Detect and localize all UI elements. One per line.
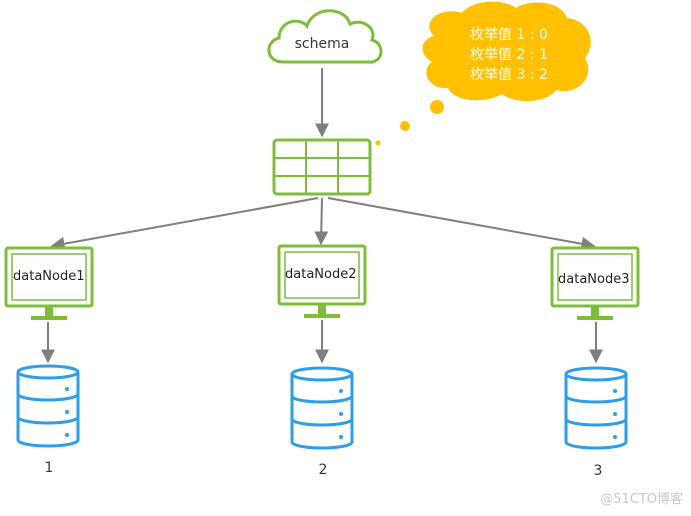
data-node-3-label: dataNode3 <box>558 272 629 287</box>
data-node-1: dataNode1 <box>4 246 94 320</box>
database-icon-3 <box>564 366 628 450</box>
arrow-table-to-node1 <box>50 197 319 251</box>
database-icon-2 <box>290 366 354 450</box>
database-1-label: 1 <box>45 460 54 476</box>
bubble-dot-small <box>375 140 381 146</box>
enum-thought-bubble: 枚举值 1 : 0 枚举值 2 : 1 枚举值 3 : 2 <box>375 1 591 146</box>
watermark: @51CTO博客 <box>600 491 683 507</box>
enum-line-3: 枚举值 3 : 2 <box>470 67 548 83</box>
enum-line-2: 枚举值 2 : 1 <box>470 47 548 63</box>
monitor-icon <box>277 244 367 318</box>
data-node-2: dataNode2 <box>277 244 367 318</box>
database-3-label: 3 <box>594 463 603 479</box>
monitor-icon <box>550 246 640 320</box>
data-node-3: dataNode3 <box>550 246 640 320</box>
arrow-table-to-node3 <box>327 197 596 251</box>
data-node-2-label: dataNode2 <box>285 267 356 282</box>
schema-cloud: schema <box>267 9 383 64</box>
data-node-1-label: dataNode1 <box>13 269 84 284</box>
database-icon-1 <box>16 364 80 448</box>
schema-label: schema <box>295 36 350 52</box>
monitor-icon <box>4 246 94 320</box>
database-2-label: 2 <box>319 462 328 478</box>
bubble-dot-large <box>430 100 444 114</box>
arrow-table-to-node2 <box>314 197 329 246</box>
enum-line-1: 枚举值 1 : 0 <box>470 27 548 43</box>
bubble-dot-medium <box>400 121 410 131</box>
routing-table-icon <box>272 138 372 196</box>
